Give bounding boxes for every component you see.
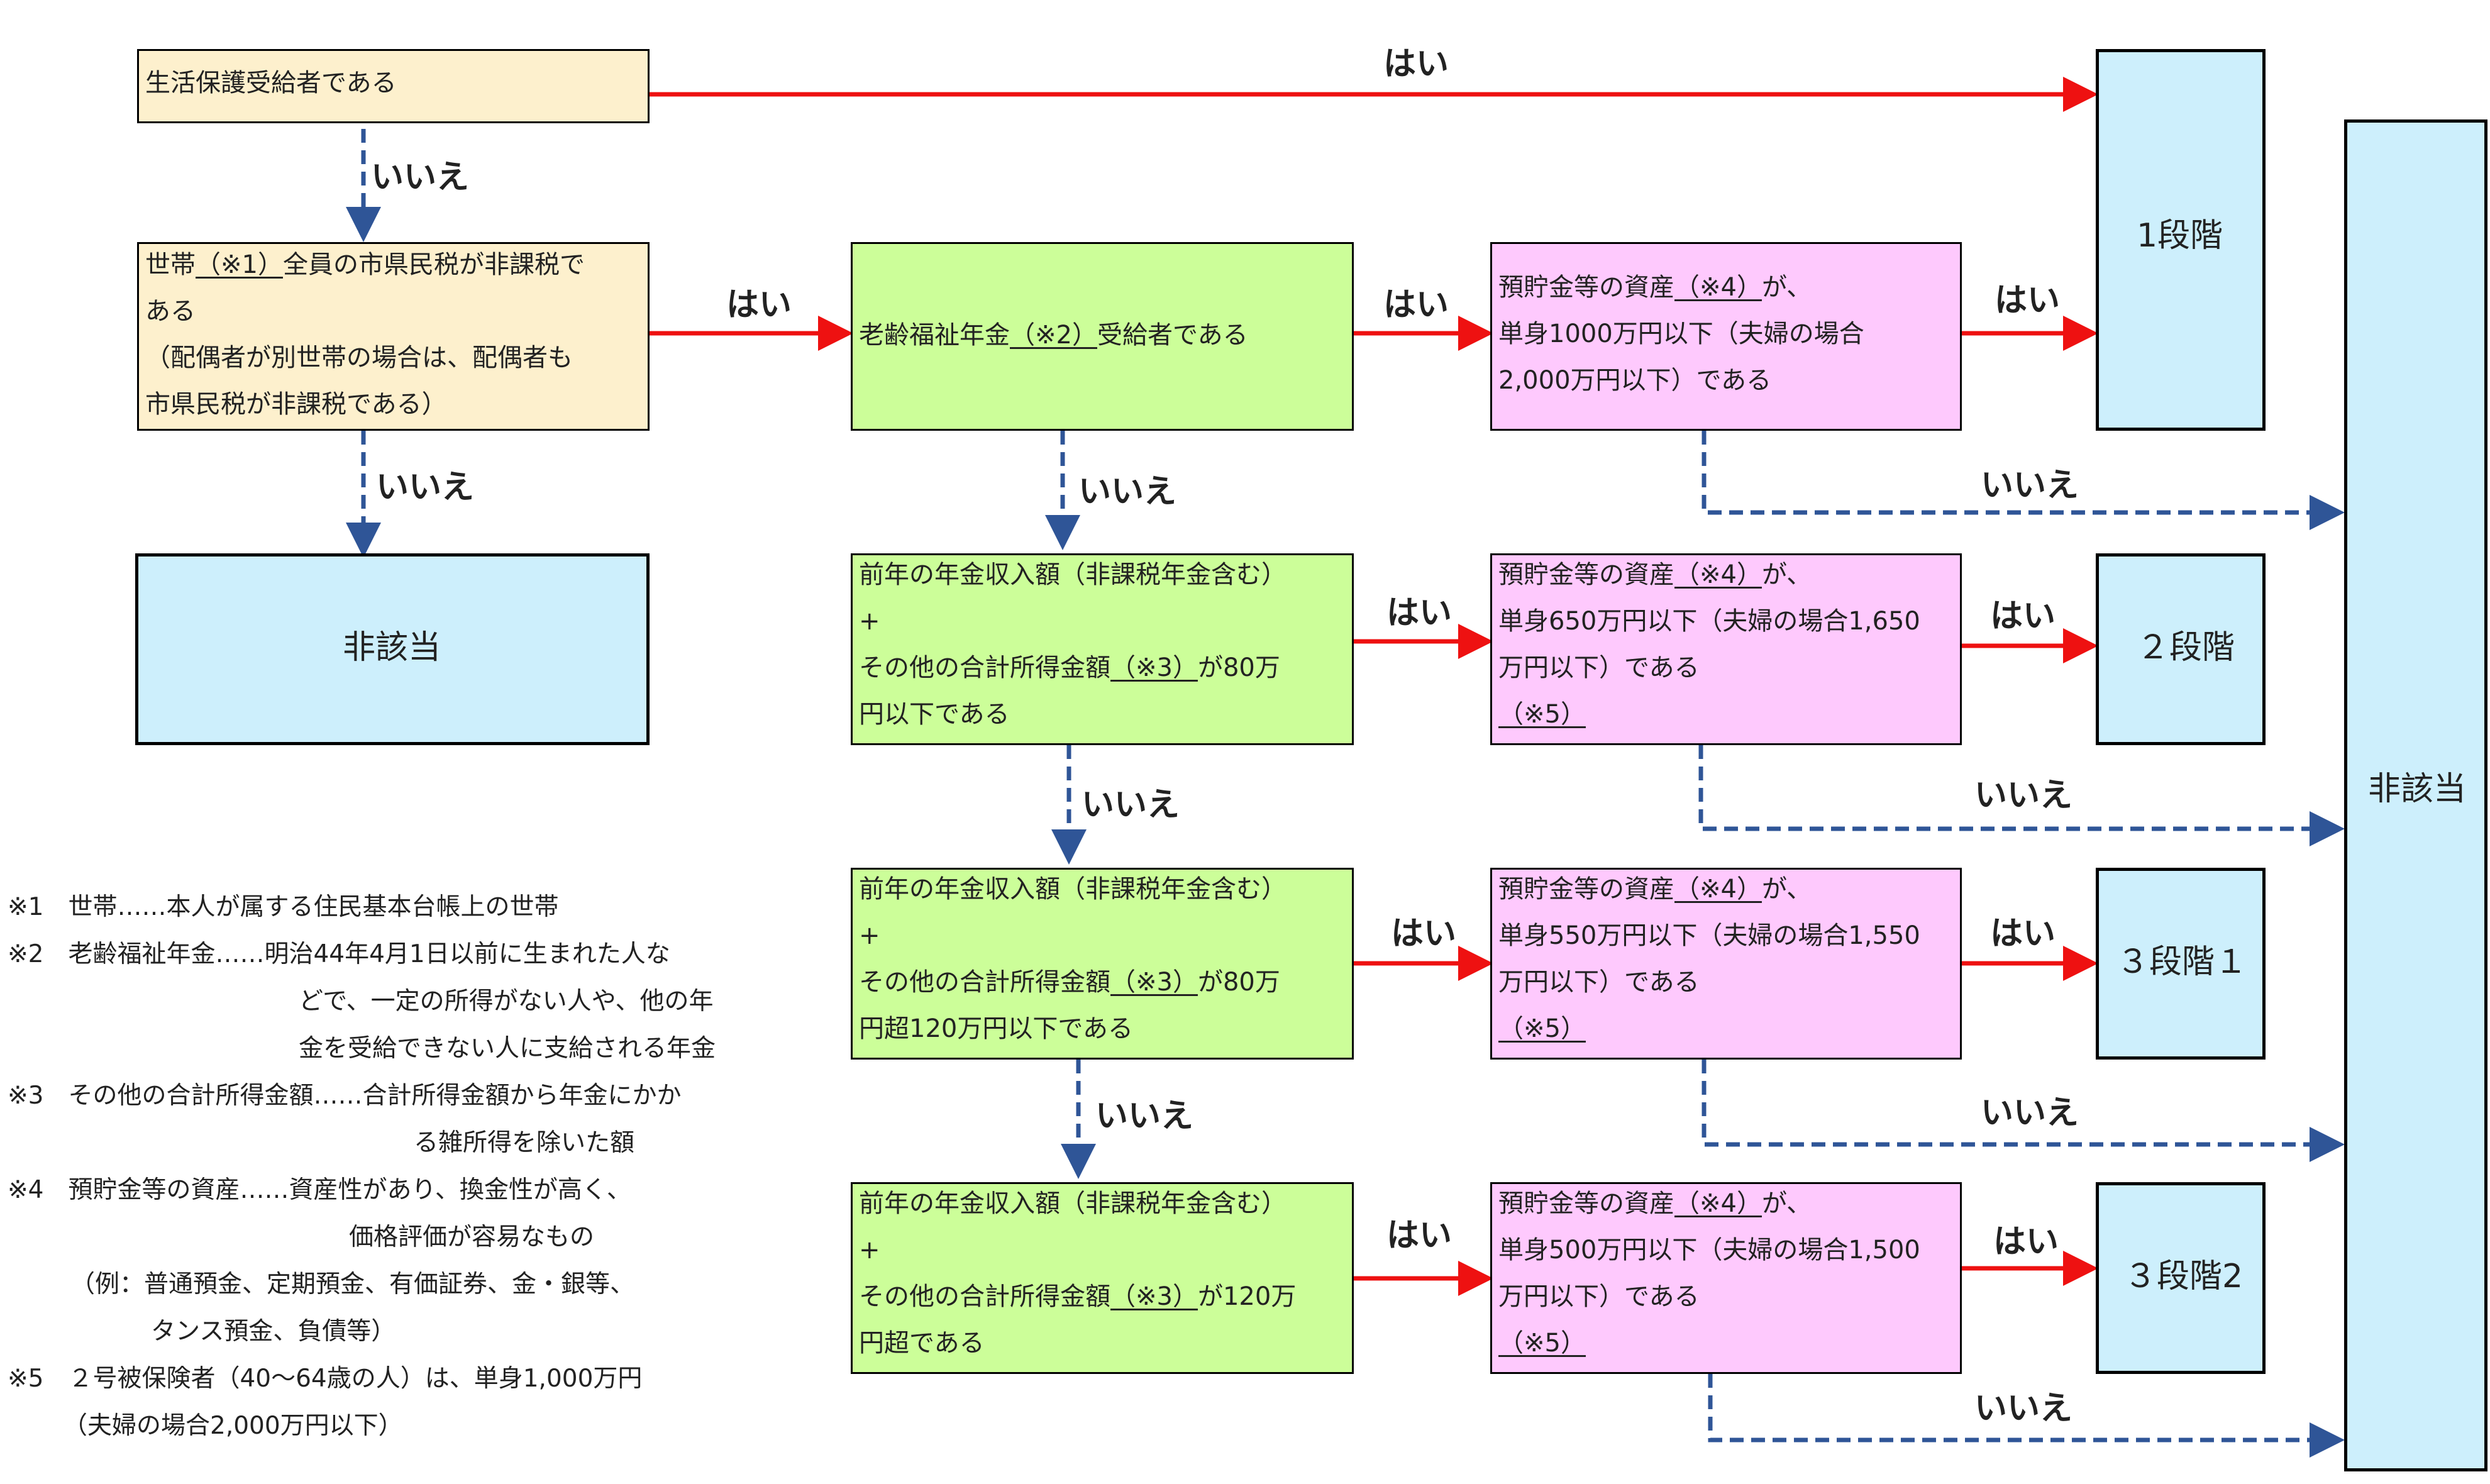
setai-line4: 市県民税が非課税である） xyxy=(145,390,447,419)
no-label-income80: いいえ xyxy=(1082,786,1180,824)
no-arrow-asset1-higaito xyxy=(1702,431,2345,530)
note-5b: （夫婦の場合2,000万円以下） xyxy=(63,1412,403,1440)
no-label-rourei: いいえ xyxy=(1078,473,1177,511)
asset2-line1: 預貯金等の資産（※4）が、 xyxy=(1498,560,1812,589)
no-label-asset3: いいえ xyxy=(1981,1094,2079,1132)
box-stage-3-1: ３段階１ xyxy=(2096,868,2266,1060)
setai-line1: 世帯（※1）全員の市県民税が非課税で xyxy=(145,250,585,279)
box-higaito-left: 非該当 xyxy=(135,553,650,745)
income80-line2: + xyxy=(859,607,880,636)
box-stage-2: ２段階 xyxy=(2096,553,2266,745)
asset2-line3: 万円以下）である xyxy=(1498,653,1700,682)
box-asset-1: 預貯金等の資産（※4）が、 単身1000万円以下（夫婦の場合 2,000万円以下… xyxy=(1490,242,1962,431)
setai-line2: ある xyxy=(145,297,196,326)
box-income-120: 前年の年金収入額（非課税年金含む） + その他の合計所得金額（※3）が80万 円… xyxy=(851,868,1354,1060)
asset4-line3: 万円以下）である xyxy=(1498,1282,1700,1311)
incomeover-line3: その他の合計所得金額（※3）が120万 xyxy=(859,1282,1297,1311)
income120-line2: + xyxy=(859,921,880,950)
yes-label-asset1: はい xyxy=(1995,282,2061,319)
box-seikatsu-hogo: 生活保護受給者である xyxy=(137,49,650,123)
note-2a: ※2 老齢福祉年金……明治44年4月1日以前に生まれた人な xyxy=(8,940,670,968)
incomeover-line1: 前年の年金収入額（非課税年金含む） xyxy=(859,1189,1286,1218)
note-5a: ※5 ２号被保険者（40～64歳の人）は、単身1,000万円 xyxy=(8,1365,643,1393)
yes-label-income120: はい xyxy=(1391,915,1457,953)
incomeover-line4: 円超である xyxy=(859,1329,985,1358)
yes-label-asset4: はい xyxy=(1993,1223,2059,1261)
no-arrow-asset2-higaito xyxy=(1698,745,2345,846)
box-stage-3-2: ３段階2 xyxy=(2096,1182,2266,1374)
box-setai-hikazei: 世帯（※1）全員の市県民税が非課税で ある （配偶者が別世帯の場合は、配偶者も … xyxy=(137,242,650,431)
income80-line4: 円以下である xyxy=(859,700,1010,729)
box-asset-2: 預貯金等の資産（※4）が、 単身650万円以下（夫婦の場合1,650 万円以下）… xyxy=(1490,553,1962,745)
box-asset-3: 預貯金等の資産（※4）が、 単身550万円以下（夫婦の場合1,550 万円以下）… xyxy=(1490,868,1962,1060)
note-3a: ※3 その他の合計所得金額……合計所得金額から年金にかか xyxy=(8,1082,682,1110)
rourei-line1: 老齢福祉年金（※2）受給者である xyxy=(859,321,1248,350)
box-asset-4: 預貯金等の資産（※4）が、 単身500万円以下（夫婦の場合1,500 万円以下）… xyxy=(1490,1182,1962,1374)
box-higaito-right: 非該当 xyxy=(2344,119,2487,1471)
asset2-line4: （※5） xyxy=(1498,700,1586,729)
asset2-line2: 単身650万円以下（夫婦の場合1,650 xyxy=(1498,607,1920,636)
asset1-line2: 単身1000万円以下（夫婦の場合 xyxy=(1498,319,1864,348)
box-stage-1: 1段階 xyxy=(2096,49,2266,431)
no-label-asset4: いいえ xyxy=(1974,1390,2073,1427)
no-label-seikatsu: いいえ xyxy=(371,158,470,196)
no-label-income120: いいえ xyxy=(1095,1097,1194,1135)
no-arrow-asset4-higaito xyxy=(1708,1374,2345,1458)
no-label-setai: いいえ xyxy=(376,468,475,506)
asset3-line3: 万円以下）である xyxy=(1498,968,1700,997)
box-income-over120: 前年の年金収入額（非課税年金含む） + その他の合計所得金額（※3）が120万 … xyxy=(851,1182,1354,1374)
stage1-text: 1段階 xyxy=(2137,217,2223,255)
note-4b: 価格評価が容易なもの xyxy=(349,1223,595,1251)
incomeover-line2: + xyxy=(859,1236,880,1265)
income80-line1: 前年の年金収入額（非課税年金含む） xyxy=(859,560,1286,589)
higaito-right-text: 非該当 xyxy=(2368,770,2467,808)
asset1-line3: 2,000万円以下）である xyxy=(1498,366,1772,395)
no-label-asset2: いいえ xyxy=(1974,777,2073,814)
income120-line4: 円超120万円以下である xyxy=(859,1014,1133,1043)
yes-label-income80: はい xyxy=(1386,594,1452,632)
box-income-80: 前年の年金収入額（非課税年金含む） + その他の合計所得金額（※3）が80万 円… xyxy=(851,553,1354,745)
yes-label-rourei: はい xyxy=(1383,286,1449,324)
box-rourei-fukushi: 老齢福祉年金（※2）受給者である xyxy=(851,242,1354,431)
yes-label-top: はい xyxy=(1383,45,1449,83)
yes-label-setai: はい xyxy=(726,286,792,324)
setai-line3: （配偶者が別世帯の場合は、配偶者も xyxy=(145,343,573,372)
note-2c: 金を受給できない人に支給される年金 xyxy=(299,1034,716,1063)
asset4-line1: 預貯金等の資産（※4）が、 xyxy=(1498,1189,1812,1218)
yes-label-asset3: はい xyxy=(1990,915,2056,953)
stage2-text: ２段階 xyxy=(2137,629,2235,667)
note-2b: どで、一定の所得がない人や、他の年 xyxy=(299,987,714,1016)
asset3-line2: 単身550万円以下（夫婦の場合1,550 xyxy=(1498,921,1920,950)
asset3-line1: 預貯金等の資産（※4）が、 xyxy=(1498,875,1812,904)
income80-line3: その他の合計所得金額（※3）が80万 xyxy=(859,653,1280,682)
yes-label-incomeover: はい xyxy=(1386,1217,1452,1254)
no-label-asset1: いいえ xyxy=(1981,467,2079,504)
asset1-line1: 預貯金等の資産（※4）が、 xyxy=(1498,273,1812,302)
no-arrow-asset3-higaito xyxy=(1702,1060,2345,1162)
box-seikatsu-text: 生活保護受給者である xyxy=(145,69,397,97)
asset4-line2: 単身500万円以下（夫婦の場合1,500 xyxy=(1498,1236,1920,1265)
income120-line1: 前年の年金収入額（非課税年金含む） xyxy=(859,875,1286,904)
note-1: ※1 世帯……本人が属する住民基本台帳上の世帯 xyxy=(8,893,559,921)
yes-label-asset2: はい xyxy=(1990,597,2056,635)
asset3-line4: （※5） xyxy=(1498,1014,1586,1043)
asset4-line4: （※5） xyxy=(1498,1329,1586,1358)
stage31-text: ３段階１ xyxy=(2116,943,2248,981)
stage32-text: ３段階2 xyxy=(2124,1258,2244,1295)
note-4c: （例：普通預金、定期預金、有価証券、金・銀等、 xyxy=(70,1270,635,1298)
note-4a: ※4 預貯金等の資産……資産性があり、換金性が高く、 xyxy=(8,1176,631,1204)
note-3b: る雑所得を除いた額 xyxy=(414,1129,635,1157)
income120-line3: その他の合計所得金額（※3）が80万 xyxy=(859,968,1280,997)
note-4d: タンス預金、負債等） xyxy=(151,1317,396,1346)
higaito-left-text: 非該当 xyxy=(343,629,441,667)
